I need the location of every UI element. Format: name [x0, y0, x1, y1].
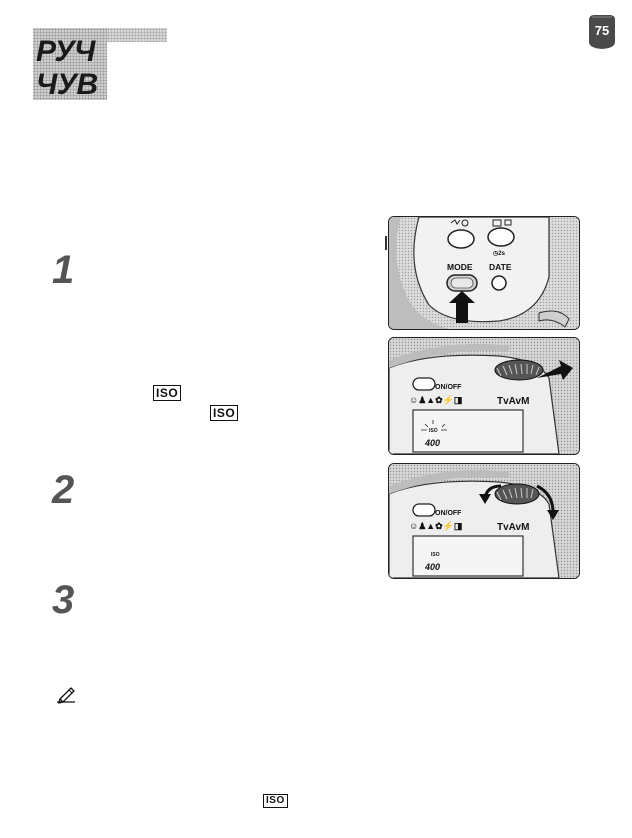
title-line-1: РУЧ — [36, 35, 95, 68]
figure-mode-button: ◷2s MODE DATE — [388, 216, 580, 330]
page-number-badge: 75 — [586, 14, 618, 50]
modes-label-1: TvAvM — [497, 396, 529, 407]
lcd-iso-label-1: ISO — [429, 428, 438, 434]
figure-marker-line — [385, 236, 387, 250]
lcd-iso-value-2: 400 — [424, 562, 440, 572]
pencil-note-icon — [57, 687, 75, 704]
date-label: DATE — [489, 262, 512, 272]
iso-badge: ISO — [210, 405, 239, 421]
iso-badge: ISO — [153, 385, 182, 401]
step-number-2: 2 — [52, 468, 75, 512]
mode-label: MODE — [447, 262, 473, 272]
figure-iso-dial: ON/OFF ☺♟▲✿⚡◨ TvAvM ISO 400 — [388, 337, 580, 455]
figure-iso-setting: ON/OFF ☺♟▲✿⚡◨ TvAvM ISO 400 — [388, 463, 580, 579]
svg-text:☺♟▲✿⚡◨: ☺♟▲✿⚡◨ — [409, 520, 462, 532]
page-number: 75 — [594, 23, 610, 38]
iso-badge: ISO — [263, 794, 288, 808]
lcd-iso-label-2: ISO — [431, 552, 440, 558]
onoff-label-1: ON/OFF — [435, 384, 462, 391]
title-background-strip — [107, 28, 167, 42]
note-icon-wrap — [55, 686, 79, 709]
onoff-label-2: ON/OFF — [435, 510, 462, 517]
svg-text:☺♟▲✿⚡◨: ☺♟▲✿⚡◨ — [409, 394, 462, 406]
lcd-iso-value-1: 400 — [424, 438, 440, 448]
svg-text:◷2s: ◷2s — [493, 251, 506, 257]
modes-label-2: TvAvM — [497, 522, 529, 533]
step-number-3: 3 — [52, 578, 75, 622]
title-background — [33, 28, 107, 100]
step-number-1: 1 — [52, 248, 75, 292]
page-number-badge-icon — [589, 15, 615, 49]
title-line-2: ЧУВ — [36, 68, 98, 101]
